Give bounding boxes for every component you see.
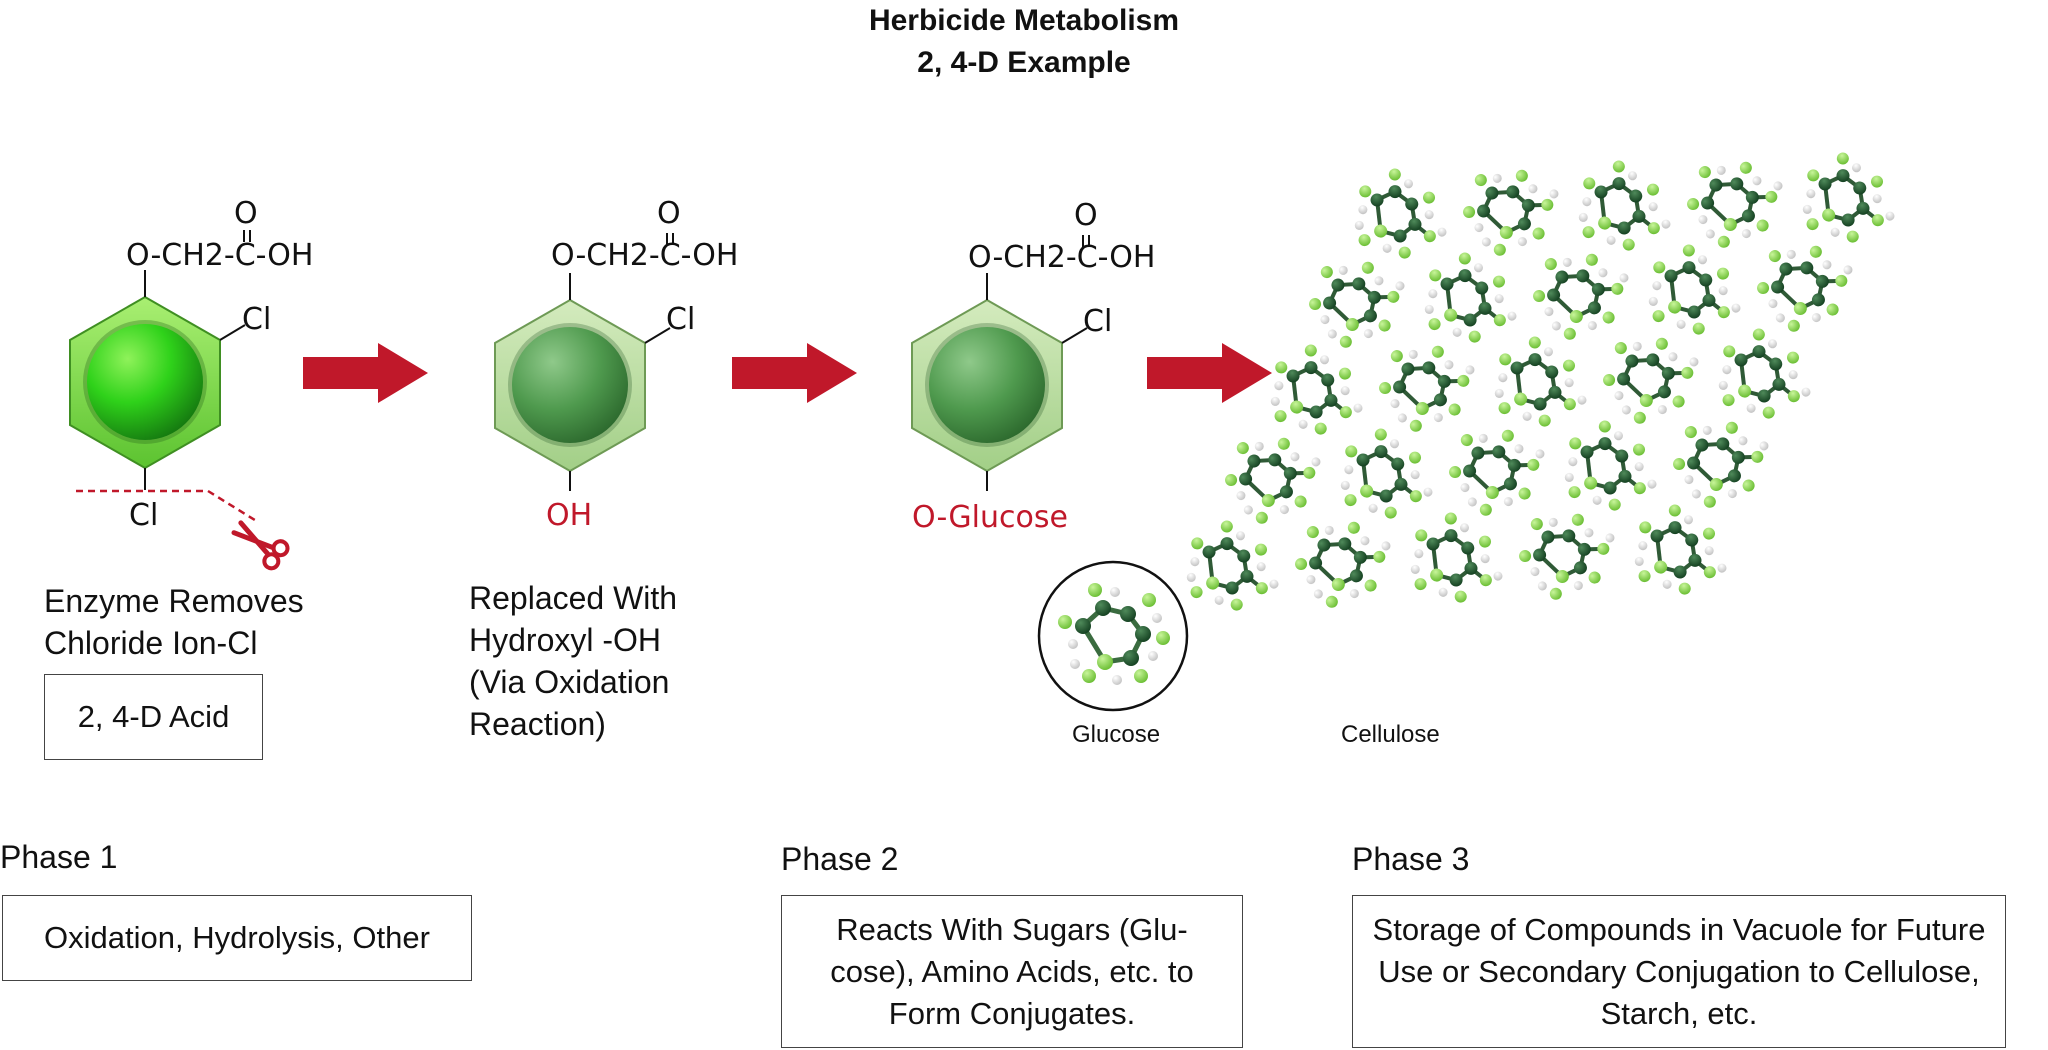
arrow-1 xyxy=(303,343,428,403)
cellulose-label: Cellulose xyxy=(1341,721,1440,748)
phase-3-line-3: Starch, etc. xyxy=(1600,995,1758,1031)
phase-3-box: Storage of Compounds in Vacuole for Futu… xyxy=(1352,895,2006,1048)
cellulose-unit xyxy=(1520,233,1644,349)
cellulose-unit xyxy=(1409,241,1534,358)
phase-2-line-2: cose), Amino Acids, etc. to xyxy=(830,953,1194,989)
title-line-1: Herbicide Metabolism xyxy=(868,4,1180,37)
cellulose-unit xyxy=(1325,417,1450,534)
molecule-2-ring xyxy=(494,233,674,491)
phase-3-title: Phase 3 xyxy=(1352,841,1470,877)
cellulose-unit xyxy=(1674,141,1798,257)
glucose-molecule-icon xyxy=(1037,560,1189,712)
title-line-2: 2, 4-D Example xyxy=(917,46,1131,79)
mol2-side-chain: O-CH2-C-OH xyxy=(551,238,739,273)
mol3-side-chain: O-CH2-C-OH xyxy=(968,240,1156,275)
mol3-o-glucose: O-Glucose xyxy=(912,500,1068,535)
cellulose-unit xyxy=(1660,401,1784,517)
phase-1-text: Oxidation, Hydrolysis, Other xyxy=(44,920,430,955)
step2-description: Replaced With Hydroxyl -OH (Via Oxidatio… xyxy=(469,577,677,745)
compound-name-box: 2, 4-D Acid xyxy=(44,674,263,760)
cellulose-unit xyxy=(1282,501,1406,617)
cellulose-lattice xyxy=(1171,141,1912,626)
cellulose-unit xyxy=(1450,149,1574,265)
cellulose-unit xyxy=(1296,241,1420,357)
phase-3-line-2: Use or Secondary Conjugation to Cellulos… xyxy=(1378,953,1980,989)
cellulose-unit xyxy=(1744,225,1868,341)
cellulose-unit xyxy=(1549,409,1674,526)
molecule-1-ring xyxy=(69,230,251,490)
mol1-chlorine-bottom: Cl xyxy=(129,498,159,533)
cellulose-unit xyxy=(1563,149,1688,266)
cellulose-unit xyxy=(1395,501,1520,618)
cellulose-unit xyxy=(1255,333,1380,450)
cleavage-line xyxy=(76,489,259,524)
cellulose-unit xyxy=(1787,141,1912,258)
diagram-title: Herbicide Metabolism 2, 4-D Example xyxy=(0,0,2048,84)
mol3-chlorine-side: Cl xyxy=(1083,304,1113,339)
phase-2-line-3: Form Conjugates. xyxy=(888,995,1136,1031)
mol2-carbonyl-o: O xyxy=(657,196,681,231)
phase-2-line-1: Reacts With Sugars (Glu- xyxy=(836,911,1188,947)
scissors-icon xyxy=(231,520,290,571)
mol2-hydroxyl: OH xyxy=(546,498,593,533)
glucose-label: Glucose xyxy=(1072,721,1161,748)
cellulose-unit xyxy=(1366,325,1490,441)
cellulose-unit xyxy=(1339,157,1464,274)
mol1-chlorine-side: Cl xyxy=(242,302,272,337)
step2-line-1: Replaced With xyxy=(469,580,678,616)
phase-2-title: Phase 2 xyxy=(781,841,899,877)
phase-1-box: Oxidation, Hydrolysis, Other xyxy=(2,895,472,981)
step1-description: Enzyme Removes Chloride Ion-Cl xyxy=(44,580,304,664)
phase-1-title: Phase 1 xyxy=(0,839,118,875)
mol1-carbonyl-o: O xyxy=(234,196,258,231)
mol1-side-chain: O-CH2-C-OH xyxy=(126,238,314,273)
cellulose-unit xyxy=(1212,417,1336,533)
step1-line-2: Chloride Ion-Cl xyxy=(44,625,258,661)
mol3-carbonyl-o: O xyxy=(1074,198,1098,233)
step2-line-4: Reaction) xyxy=(469,706,606,742)
cellulose-unit xyxy=(1479,325,1604,442)
arrow-2 xyxy=(732,343,857,403)
cellulose-unit xyxy=(1590,317,1714,433)
phase-2-box: Reacts With Sugars (Glu- cose), Amino Ac… xyxy=(781,895,1243,1048)
step1-line-1: Enzyme Removes xyxy=(44,583,304,619)
cellulose-unit xyxy=(1633,233,1758,350)
step2-line-3: (Via Oxidation xyxy=(469,664,670,700)
molecule-3-ring xyxy=(911,235,1090,491)
arrow-3 xyxy=(1147,343,1272,403)
cellulose-unit xyxy=(1703,317,1828,434)
mol2-chlorine-side: Cl xyxy=(666,302,696,337)
compound-name: 2, 4-D Acid xyxy=(77,699,230,734)
cellulose-unit xyxy=(1506,493,1630,609)
step2-line-2: Hydroxyl -OH xyxy=(469,622,662,658)
phase-3-line-1: Storage of Compounds in Vacuole for Futu… xyxy=(1372,911,1986,947)
cellulose-unit xyxy=(1619,493,1744,610)
cellulose-unit xyxy=(1436,409,1560,525)
cellulose-unit xyxy=(1171,509,1296,626)
